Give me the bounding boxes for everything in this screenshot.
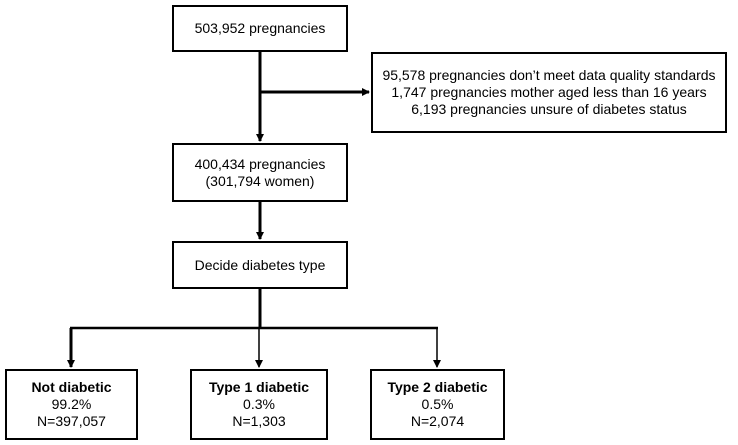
eligible-pregnancies-box: 400,434 pregnancies (301,794 women) [172, 143, 348, 202]
excluded-line-diabetes-status: 6,193 pregnancies unsure of diabetes sta… [411, 101, 687, 117]
type1-diabetic-percent: 0.3% [243, 396, 275, 412]
excluded-line-data-quality: 95,578 pregnancies don’t meet data quali… [382, 67, 716, 83]
type1-diabetic-count: N=1,303 [232, 413, 286, 429]
decide-diabetes-type-box: Decide diabetes type [172, 241, 348, 289]
not-diabetic-title: Not diabetic [31, 379, 112, 395]
total-pregnancies-label: 503,952 pregnancies [194, 20, 326, 36]
type2-diabetic-count: N=2,074 [410, 413, 465, 429]
type2-diabetic-box: Type 2 diabetic 0.5% N=2,074 [370, 369, 505, 440]
decide-diabetes-type-label: Decide diabetes type [194, 256, 326, 273]
not-diabetic-count: N=397,057 [37, 413, 106, 429]
type2-diabetic-percent: 0.5% [421, 396, 454, 412]
excluded-line-age: 1,747 pregnancies mother aged less than … [391, 84, 707, 100]
type2-diabetic-title: Type 2 diabetic [387, 379, 488, 395]
type1-diabetic-title: Type 1 diabetic [208, 379, 310, 395]
not-diabetic-percent: 99.2% [51, 396, 92, 412]
eligible-pregnancies-count: 400,434 pregnancies [194, 155, 326, 172]
not-diabetic-box: Not diabetic 99.2% N=397,057 [5, 369, 138, 440]
type1-diabetic-box: Type 1 diabetic 0.3% N=1,303 [190, 369, 328, 440]
total-pregnancies-box: 503,952 pregnancies [172, 5, 348, 52]
excluded-pregnancies-box: 95,578 pregnancies don’t meet data quali… [371, 52, 727, 133]
eligible-women-count: (301,794 women) [205, 172, 315, 189]
